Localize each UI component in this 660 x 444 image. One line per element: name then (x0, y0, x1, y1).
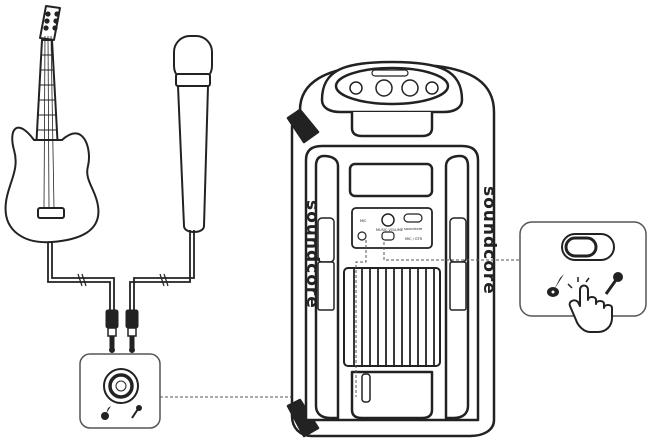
switch-callout (520, 222, 646, 332)
jack-plug-icon (106, 310, 118, 353)
input-jack-callout (80, 354, 160, 428)
jack-plug-icon (126, 310, 138, 353)
speaker-brand-left: soundcore (302, 200, 322, 309)
panel-label-input: MIC / GTR (405, 237, 423, 241)
microphone-illustration (174, 36, 212, 232)
panel-label-soundcore: soundcore (404, 227, 422, 231)
guitar-illustration (6, 6, 99, 242)
panel-label-music-volume: MUSIC VOLUME (376, 228, 403, 232)
speaker-brand-right: soundcore (479, 186, 499, 295)
cables (48, 230, 194, 310)
panel-label-mic: MIC (360, 219, 367, 223)
toggle-switch-icon (562, 234, 614, 260)
